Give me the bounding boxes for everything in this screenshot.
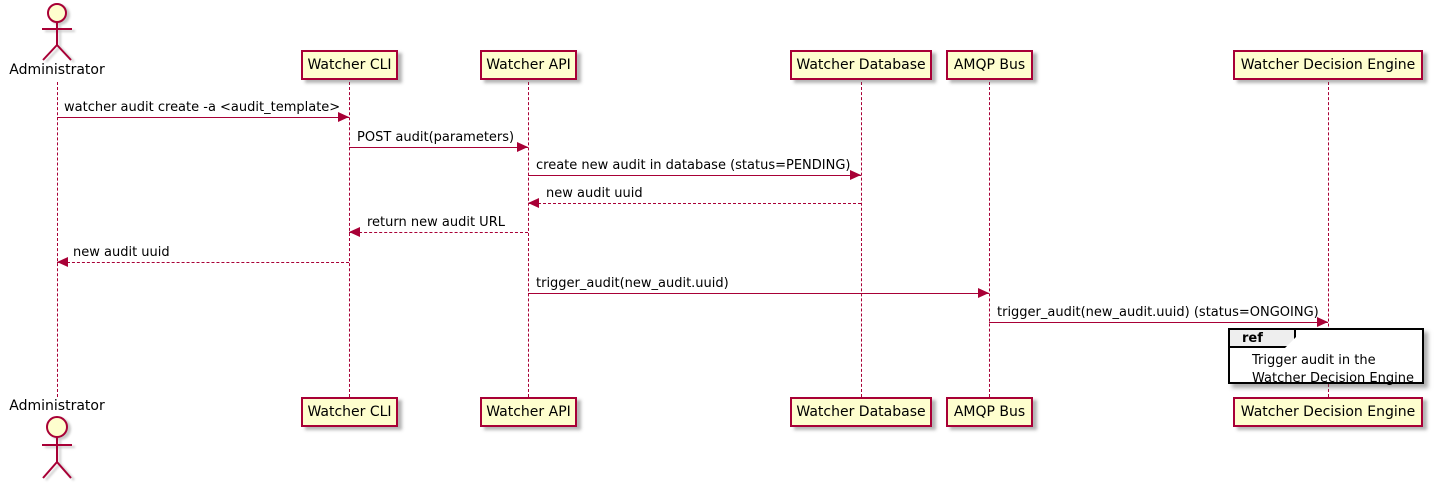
participant-watcher-cli-top: Watcher CLI (301, 50, 398, 80)
message-label: watcher audit create -a <audit_template> (64, 100, 341, 115)
arrowhead-right-icon (978, 288, 989, 298)
actor-label-bottom: Administrator (9, 398, 105, 414)
message-label: new audit uuid (73, 245, 170, 260)
ref-fragment: ref Trigger audit in the Watcher Decisio… (1228, 328, 1424, 386)
message-line (989, 322, 1328, 323)
message-line (57, 117, 349, 118)
message-label: create new audit in database (status=PEN… (536, 158, 851, 173)
participant-watcher-cli-bottom: Watcher CLI (301, 397, 398, 427)
participant-watcher-decision-engine-bottom: Watcher Decision Engine (1233, 397, 1423, 427)
participant-amqp-bus-top: AMQP Bus (946, 50, 1033, 80)
arrowhead-left-icon (57, 257, 68, 267)
message-line (349, 232, 528, 233)
message-line (57, 262, 349, 263)
message-line (528, 175, 861, 176)
participant-watcher-api-bottom: Watcher API (480, 397, 577, 427)
arrowhead-right-icon (338, 112, 349, 122)
message-line (349, 147, 528, 148)
participant-watcher-api-top: Watcher API (480, 50, 577, 80)
participant-watcher-database-top: Watcher Database (790, 50, 932, 80)
message-label: trigger_audit(new_audit.uuid) (536, 276, 729, 291)
message-line (528, 293, 989, 294)
ref-fragment-text: Trigger audit in the Watcher Decision En… (1252, 352, 1414, 388)
ref-fragment-line: Watcher Decision Engine (1252, 371, 1414, 386)
arrowhead-left-icon (349, 227, 360, 237)
lifeline-watcher-decision-engine (1328, 82, 1329, 397)
actor-icon (42, 3, 72, 61)
actor-label-top: Administrator (9, 62, 105, 78)
arrowhead-right-icon (850, 170, 861, 180)
lifeline-watcher-cli (349, 82, 350, 397)
arrowhead-left-icon (528, 198, 539, 208)
message-label: new audit uuid (546, 186, 643, 201)
lifeline-watcher-database (861, 82, 862, 397)
message-line (528, 203, 861, 204)
arrowhead-right-icon (517, 142, 528, 152)
lifeline-watcher-api (528, 82, 529, 397)
participant-amqp-bus-bottom: AMQP Bus (946, 397, 1033, 427)
lifeline-amqp-bus (989, 82, 990, 397)
arrowhead-right-icon (1317, 317, 1328, 327)
ref-tag: ref (1228, 328, 1296, 348)
message-label: POST audit(parameters) (357, 130, 515, 145)
participant-watcher-database-bottom: Watcher Database (790, 397, 932, 427)
ref-fragment-line: Trigger audit in the (1252, 353, 1376, 368)
participant-watcher-decision-engine-top: Watcher Decision Engine (1233, 50, 1423, 80)
lifeline-administrator (57, 82, 58, 397)
actor-icon (42, 416, 72, 479)
message-label: trigger_audit(new_audit.uuid) (status=ON… (997, 305, 1319, 320)
message-label: return new audit URL (367, 215, 505, 230)
